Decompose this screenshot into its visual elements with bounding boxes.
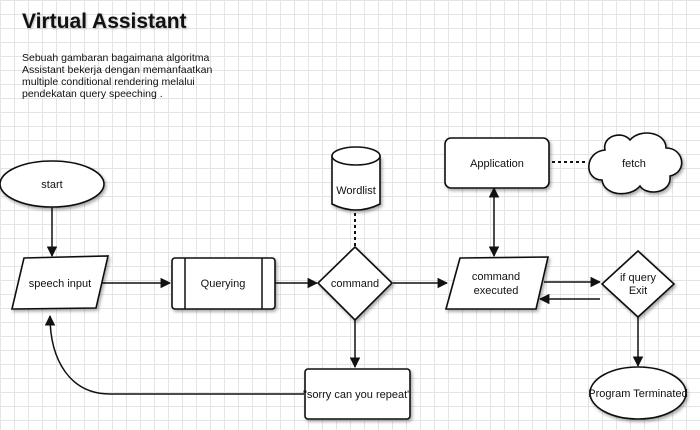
node-wordlist: Wordlist [331, 146, 381, 211]
node-if-query-exit-label-1: if query [620, 272, 657, 284]
node-application-label: Application [470, 158, 524, 170]
edge-sorry-to-speech-input [44, 314, 304, 395]
node-wordlist-label: Wordlist [336, 185, 376, 197]
node-fetch-label: fetch [622, 158, 646, 170]
node-program-terminated: Program Terminated [588, 366, 688, 420]
node-sorry-can-you-repeat: "sorry can you repeat" [303, 368, 411, 420]
node-querying-label: Querying [201, 278, 246, 290]
node-command-label: command [331, 278, 379, 290]
edges [44, 161, 644, 395]
node-command-executed-label-1: command [472, 271, 520, 283]
diagram-title: Virtual Assistant [22, 10, 187, 33]
node-if-query-exit-label-2: Exit [629, 285, 647, 297]
node-command-executed: command executed [444, 256, 550, 310]
node-fetch: fetch [588, 132, 683, 195]
node-command-executed-label-2: executed [474, 285, 519, 297]
node-if-query-exit: if query Exit [600, 249, 676, 319]
node-speech-input: speech input [10, 255, 110, 310]
node-command: command [316, 245, 394, 322]
diagram-description: Sebuah gambaran bagaimana algoritma Assi… [22, 52, 213, 100]
node-application: Application [444, 137, 550, 189]
node-sorry-label: "sorry can you repeat" [303, 389, 411, 401]
node-querying: Querying [171, 257, 276, 310]
node-speech-input-label: speech input [29, 278, 91, 290]
node-start: start [0, 160, 105, 208]
node-start-label: start [41, 179, 62, 191]
node-program-terminated-label: Program Terminated [588, 388, 687, 400]
